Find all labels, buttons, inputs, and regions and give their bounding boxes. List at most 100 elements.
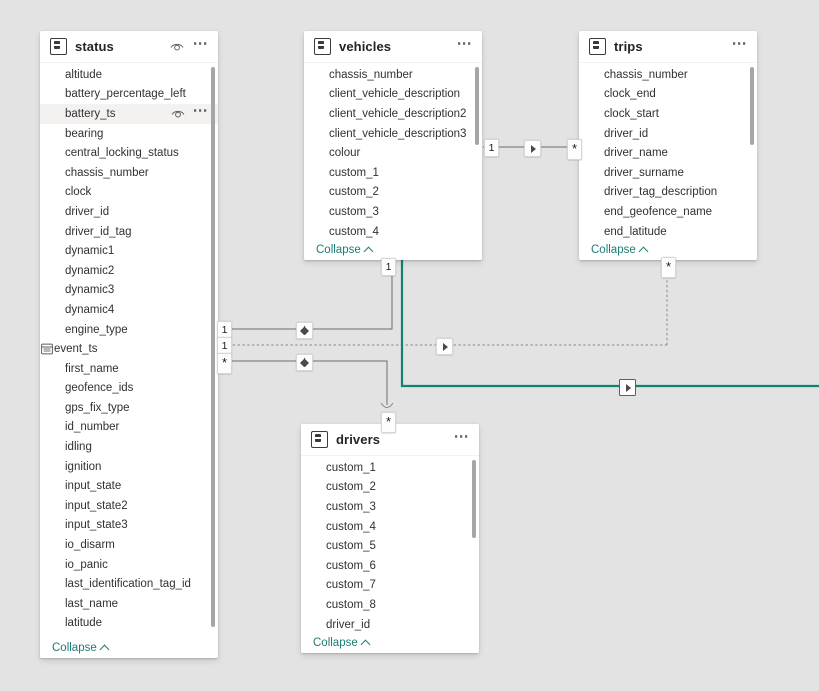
field-row[interactable]: io_disarm	[40, 535, 218, 555]
field-row[interactable]: custom_6	[301, 556, 479, 576]
field-row[interactable]: custom_4	[301, 517, 479, 537]
field-row[interactable]: dynamic2	[40, 261, 218, 281]
field-row[interactable]: custom_8	[301, 595, 479, 615]
field-row[interactable]: client_vehicle_description	[304, 85, 482, 105]
both-directions-icon	[299, 358, 310, 367]
field-row[interactable]: battery_percentage_left	[40, 85, 218, 105]
field-row[interactable]: clock_end	[579, 85, 757, 105]
field-row[interactable]: driver_tag_description	[579, 183, 757, 203]
field-row[interactable]: battery_ts⋯	[40, 102, 218, 124]
more-options-icon[interactable]: ⋯	[731, 35, 748, 52]
field-row[interactable]: custom_4	[304, 222, 482, 239]
field-row[interactable]: chassis_number	[304, 65, 482, 85]
field-row[interactable]: custom_1	[304, 163, 482, 183]
field-row[interactable]: geofence_ids	[40, 379, 218, 399]
field-row[interactable]: colour	[304, 143, 482, 163]
cardinality-badge-vehicles-trips-one[interactable]: 1	[484, 139, 499, 157]
table-card-vehicles[interactable]: vehicles ⋯ chassis_number client_vehicle_…	[304, 31, 482, 260]
field-row[interactable]: custom_2	[304, 183, 482, 203]
cardinality-badge-vehicles-trips-many[interactable]: *	[567, 139, 582, 160]
field-row[interactable]: latitude	[40, 614, 218, 634]
vertical-scrollbar[interactable]	[472, 460, 476, 538]
vertical-scrollbar[interactable]	[750, 67, 754, 145]
cardinality-badge-dashed-trips-many[interactable]: *	[661, 257, 676, 278]
field-row[interactable]: dynamic1	[40, 241, 218, 261]
vertical-scrollbar[interactable]	[211, 67, 215, 627]
field-row[interactable]: custom_5	[301, 536, 479, 556]
field-row[interactable]: client_vehicle_description2	[304, 104, 482, 124]
field-row[interactable]: engine_type	[40, 320, 218, 340]
field-row[interactable]: first_name	[40, 359, 218, 379]
field-row[interactable]: chassis_number	[40, 163, 218, 183]
field-row[interactable]: end_latitude	[579, 222, 757, 239]
cardinality-badge-drivers-many[interactable]: *	[381, 412, 396, 433]
more-options-icon[interactable]: ⋯	[192, 102, 209, 120]
field-label: client_vehicle_description	[329, 88, 461, 101]
more-options-icon[interactable]: ⋯	[456, 35, 473, 52]
direction-badge-status-drivers[interactable]	[296, 354, 313, 371]
field-row[interactable]: custom_1	[301, 458, 479, 478]
field-row[interactable]: input_state2	[40, 496, 218, 516]
direction-badge-selected-relationship[interactable]	[619, 379, 636, 396]
field-row[interactable]: driver_name	[579, 143, 757, 163]
table-header-vehicles[interactable]: vehicles ⋯	[304, 31, 482, 63]
more-options-icon[interactable]: ⋯	[453, 428, 470, 445]
field-row[interactable]: ignition	[40, 457, 218, 477]
field-row[interactable]: clock	[40, 183, 218, 203]
field-row[interactable]: gps_fix_type	[40, 398, 218, 418]
direction-badge-status-vehicles[interactable]	[296, 322, 313, 339]
field-row[interactable]: driver_surname	[579, 163, 757, 183]
field-row[interactable]: custom_3	[301, 497, 479, 517]
cardinality-badge-vehicles-bottom-one[interactable]: 1	[381, 258, 396, 276]
field-label: clock	[65, 186, 92, 199]
field-row[interactable]: input_state	[40, 476, 218, 496]
field-row[interactable]: dynamic4	[40, 300, 218, 320]
field-row[interactable]: end_geofence_name	[579, 202, 757, 222]
field-row[interactable]: custom_7	[301, 576, 479, 596]
field-label: client_vehicle_description3	[329, 127, 467, 140]
field-row[interactable]: altitude	[40, 65, 218, 85]
field-row[interactable]: last_identification_tag_id	[40, 574, 218, 594]
field-row[interactable]: custom_3	[304, 202, 482, 222]
hide-eye-icon[interactable]	[171, 108, 185, 119]
collapse-button-status[interactable]: Collapse	[40, 637, 218, 658]
table-fields-vehicles[interactable]: chassis_number client_vehicle_description…	[304, 63, 482, 239]
field-row[interactable]: io_panic	[40, 555, 218, 575]
field-row[interactable]: custom_2	[301, 478, 479, 498]
vertical-scrollbar[interactable]	[475, 67, 479, 145]
direction-badge-status-dashed[interactable]	[436, 338, 453, 355]
table-header-trips[interactable]: trips ⋯	[579, 31, 757, 63]
field-row[interactable]: bearing	[40, 124, 218, 144]
field-row[interactable]: chassis_number	[579, 65, 757, 85]
field-row[interactable]: idling	[40, 437, 218, 457]
table-header-status[interactable]: status ⋯	[40, 31, 218, 63]
field-row[interactable]: client_vehicle_description3	[304, 124, 482, 144]
field-row[interactable]: clock_start	[579, 104, 757, 124]
field-row[interactable]: input_state3	[40, 516, 218, 536]
field-row[interactable]: driver_id	[40, 202, 218, 222]
field-label: dynamic4	[65, 303, 115, 316]
field-row[interactable]: dynamic3	[40, 281, 218, 301]
cardinality-badge-status-drivers-many[interactable]: *	[217, 353, 232, 374]
field-row[interactable]: driver_id	[301, 615, 479, 632]
field-row-actions[interactable]: ⋯	[171, 102, 209, 120]
collapse-button-trips[interactable]: Collapse	[579, 239, 757, 260]
collapse-button-drivers[interactable]: Collapse	[301, 632, 479, 653]
field-row[interactable]: last_name	[40, 594, 218, 614]
field-row[interactable]: driver_id_tag	[40, 222, 218, 242]
field-row[interactable]: event_ts	[40, 339, 218, 359]
more-options-icon[interactable]: ⋯	[192, 35, 209, 52]
collapse-button-vehicles[interactable]: Collapse	[304, 239, 482, 260]
field-row[interactable]: driver_id	[579, 124, 757, 144]
field-row[interactable]: central_locking_status	[40, 143, 218, 163]
direction-badge-vehicles-trips[interactable]	[524, 140, 541, 157]
hide-eye-icon[interactable]	[170, 41, 184, 52]
field-row[interactable]: id_number	[40, 418, 218, 438]
